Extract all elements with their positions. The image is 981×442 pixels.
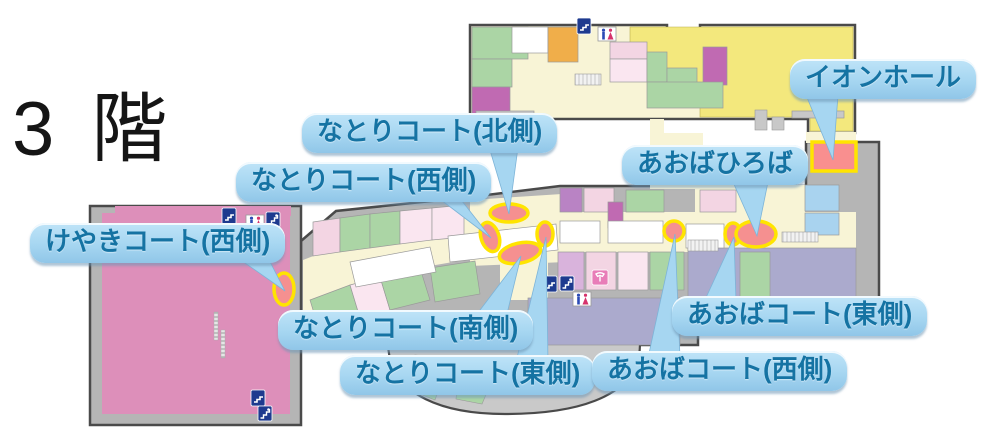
callout-natori-east[interactable]: なとりコート(東側) bbox=[340, 355, 596, 395]
restroom-icon bbox=[597, 26, 617, 42]
callout-aoba-hiroba[interactable]: あおばひろば bbox=[622, 145, 809, 185]
natori-south-marker bbox=[497, 240, 543, 266]
escalator-icon bbox=[576, 17, 592, 35]
stairs-icon bbox=[257, 405, 273, 422]
callout-natori-north[interactable]: なとりコート(北側) bbox=[302, 113, 558, 153]
stairs-icon bbox=[559, 275, 575, 292]
callout-aoba-court-west[interactable]: あおばコート(西側) bbox=[592, 351, 848, 391]
callout-natori-west[interactable]: なとりコート(西側) bbox=[236, 162, 492, 202]
phone-icon bbox=[591, 269, 609, 286]
restroom-icon bbox=[572, 291, 592, 307]
escalator-icon bbox=[221, 207, 237, 225]
callout-keyaki-west[interactable]: けやきコート(西側) bbox=[30, 223, 286, 263]
callout-aeon-hall[interactable]: イオンホール bbox=[790, 59, 977, 99]
callout-natori-south[interactable]: なとりコート(南側) bbox=[278, 310, 534, 350]
escalator-icon bbox=[250, 389, 266, 407]
callout-aoba-court-east[interactable]: あおばコート(東側) bbox=[672, 296, 928, 336]
floor-title: 3 階 bbox=[12, 87, 176, 172]
main-wing bbox=[279, 119, 881, 416]
